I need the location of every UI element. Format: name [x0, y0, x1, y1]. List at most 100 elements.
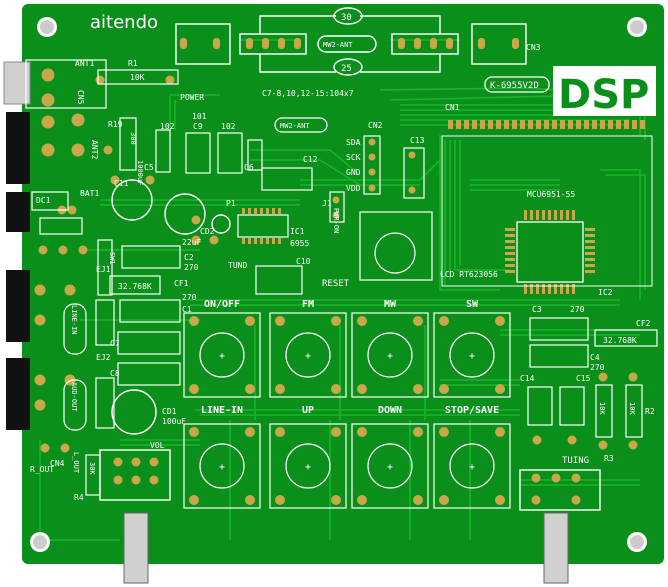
r3: R3 [604, 454, 614, 463]
ej1: EJ1 [96, 265, 111, 274]
tact-switch-cap [449, 332, 495, 378]
mw2ant-mid: MW2-ANT [280, 122, 310, 130]
pwron: PWR-ON [332, 208, 340, 233]
button-label: SW [466, 299, 479, 310]
left-connectors [3, 61, 31, 430]
cd2: CD2 [200, 227, 215, 236]
ant1-label: ANT1 [75, 59, 94, 68]
reset: RESET [322, 279, 350, 289]
dsp-logo-box [553, 66, 656, 116]
c5: C5 [144, 163, 154, 172]
plus-icon: + [387, 462, 393, 473]
c102b: 102 [221, 122, 236, 131]
xtal2: 32.768K [603, 336, 637, 345]
ic1-chip [237, 208, 289, 244]
plus-icon: + [305, 462, 311, 473]
c7: C7 [110, 339, 120, 348]
ic1: IC1 [290, 227, 305, 236]
mounting-holes [30, 17, 647, 552]
tact-switch-pad [357, 384, 367, 394]
tact-switch-pad [439, 384, 449, 394]
r2: R2 [645, 407, 655, 416]
button-label: STOP/SAVE [445, 405, 499, 416]
tact-switch-outline [433, 423, 511, 509]
c10: C10 [296, 257, 311, 266]
cd2v: 22uF [182, 238, 201, 247]
electrolytic-capacitors [111, 179, 231, 435]
tact-switch-pad [275, 495, 285, 505]
c3: C3 [532, 305, 542, 314]
mcu-chip [505, 210, 595, 294]
c4: C4 [590, 353, 600, 362]
ic2: IC2 [598, 288, 613, 297]
c13: C13 [410, 136, 425, 145]
vol: VOL [150, 441, 165, 450]
lcd-label: LCD RT623056 [440, 270, 498, 279]
tact-switch-cap [199, 332, 245, 378]
tact-switch-pad [495, 384, 505, 394]
c12: C12 [303, 155, 318, 164]
tact-switch-pad [439, 427, 449, 437]
model-box [484, 76, 550, 93]
r10k1: 10K [598, 402, 606, 415]
button-label: MW [384, 299, 397, 310]
r1-label: R1 [128, 59, 138, 68]
top-25: 25 [341, 64, 352, 74]
tact-switch-pad [413, 384, 423, 394]
dsp-logo: DSP [558, 72, 649, 118]
c101: 101 [192, 112, 207, 121]
cn1-header [448, 120, 645, 129]
tactile-buttons: +ON/OFF+FM+MW+SW+LINE-IN+UP+DOWN+STOP/SA… [183, 299, 511, 509]
brand-text: aitendo [90, 12, 158, 33]
top-connector-pads [180, 38, 519, 49]
cn4: CN4 [50, 459, 65, 468]
plus-icon: + [469, 462, 475, 473]
tact-switch-pad [331, 427, 341, 437]
mw2ant-top: MW2-ANT [323, 41, 353, 49]
plus-icon: + [469, 351, 475, 362]
tact-switch-pad [495, 495, 505, 505]
tact-switch-cap [367, 443, 413, 489]
p1: P1 [226, 199, 236, 208]
component-outlines [25, 59, 658, 496]
c14: C14 [520, 374, 535, 383]
cf1: CF1 [174, 279, 189, 288]
audout-v: AUD-OUT [70, 382, 78, 412]
pads [34, 68, 638, 505]
silkscreen-text: aitendo DSP K-6955V2D ANT1 CN5 R1 10K PO… [30, 12, 655, 502]
tact-switch-outline [351, 423, 429, 509]
tact-switch-cap [285, 443, 331, 489]
c102a: 102 [160, 122, 175, 131]
linein-v: LINE-IN [70, 305, 78, 335]
button-label: UP [302, 405, 314, 416]
j1: J1 [322, 199, 332, 208]
tact-switch-pad [357, 316, 367, 326]
tact-switch-pad [189, 384, 199, 394]
tact-switch-outline [269, 423, 347, 509]
r4: R4 [74, 493, 84, 502]
tact-switch-pad [413, 427, 423, 437]
top-30: 30 [341, 13, 352, 23]
tact-switch-outline [433, 312, 511, 398]
cd1v: 100uF [162, 417, 186, 426]
ic1v: 6955 [290, 239, 309, 248]
c7-note: C7-8,10,12-15:104x7 [262, 89, 354, 98]
plus-icon: + [387, 351, 393, 362]
tact-switch-pad [245, 316, 255, 326]
tact-switch-pad [413, 316, 423, 326]
tact-switch-pad [245, 495, 255, 505]
bottom-sliders [99, 449, 601, 584]
c3v: 270 [570, 305, 585, 314]
c2: C2 [184, 253, 194, 262]
tact-switch-pad [245, 384, 255, 394]
tact-switch-pad [495, 427, 505, 437]
c6: C6 [244, 163, 254, 172]
rout: R_OUT [30, 465, 54, 474]
c9: C9 [193, 122, 203, 131]
tact-switch-pad [331, 316, 341, 326]
cn2: CN2 [368, 121, 383, 130]
tact-switch-pad [189, 316, 199, 326]
tact-switch-pad [413, 495, 423, 505]
tact-switch-outline [351, 312, 429, 398]
c1v: 270 [182, 293, 197, 302]
